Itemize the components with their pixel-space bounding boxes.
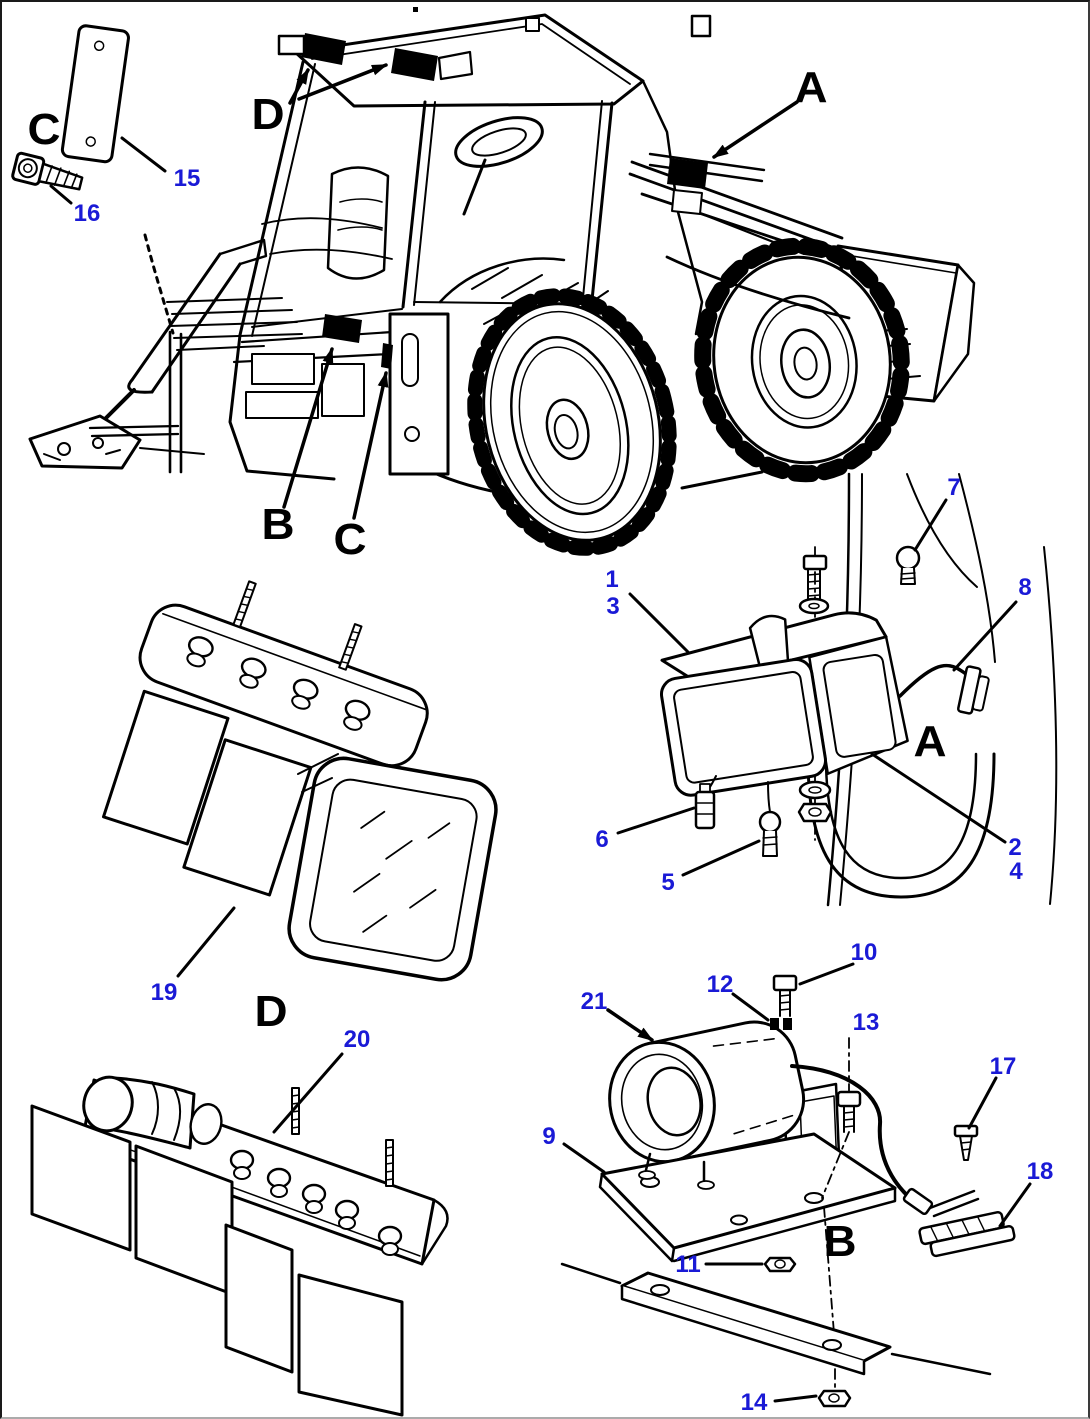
screw-17 — [953, 1124, 979, 1161]
leader-16 — [49, 184, 73, 205]
part-number-17: 17 — [989, 1053, 1017, 1080]
lamp-bolt — [798, 554, 830, 615]
leader-2-4 — [870, 752, 1007, 844]
leader-7 — [913, 498, 948, 552]
leader-5 — [681, 839, 761, 877]
nut-12 — [770, 1018, 792, 1030]
roof-lamp-left — [301, 33, 346, 65]
arrow-b — [282, 347, 334, 509]
leader-8 — [952, 600, 1018, 672]
part-number-7: 7 — [947, 474, 961, 501]
clear-lens — [287, 756, 498, 982]
part-number-10: 10 — [850, 939, 878, 966]
socket-6 — [694, 783, 716, 830]
part-number-15: 15 — [173, 165, 201, 192]
section-label-c-upper: C — [27, 105, 61, 154]
bolt-10 — [772, 974, 798, 1017]
part-number-14: 14 — [740, 1389, 768, 1416]
leader-17 — [967, 1076, 998, 1130]
part-number-21: 21 — [580, 988, 608, 1015]
mounting-bar — [560, 1262, 992, 1376]
lamp-nut — [797, 802, 833, 823]
part-number-3: 3 — [606, 593, 620, 620]
mounting-studs — [232, 580, 363, 671]
lamp-assembly-19 — [101, 580, 498, 982]
leader-14 — [773, 1394, 818, 1403]
machine-lamp-c — [381, 343, 393, 369]
work-lamp-assembly-a — [616, 472, 1058, 907]
bulb-sockets — [186, 636, 371, 731]
leader-12 — [731, 992, 770, 1022]
part-number-18: 18 — [1026, 1158, 1054, 1185]
leader-15 — [120, 136, 167, 173]
part-number-19: 19 — [150, 979, 178, 1006]
leader-10 — [798, 962, 855, 986]
part-number-13: 13 — [852, 1009, 880, 1036]
work-lamp-body — [660, 611, 909, 797]
roof-lamp-right — [391, 48, 438, 81]
leader-18 — [998, 1182, 1032, 1228]
part-number-1: 1 — [605, 566, 619, 593]
part-number-2: 2 — [1008, 834, 1022, 861]
leader-21 — [606, 1008, 654, 1042]
bolt-13 — [836, 1090, 862, 1133]
lamp-assembly-20 — [30, 1052, 449, 1417]
arrow-d-left — [288, 68, 310, 105]
alarm-horn — [608, 1020, 806, 1164]
wire-connector — [902, 1187, 934, 1216]
section-label-a-upper: A — [794, 63, 828, 112]
mounting-studs-20 — [291, 1087, 394, 1187]
section-label-d-detail: D — [254, 987, 288, 1036]
arrow-d-right — [297, 63, 388, 101]
nut-14 — [817, 1389, 852, 1408]
section-label-a-detail: A — [913, 717, 947, 766]
bulb-sockets-20 — [229, 1149, 403, 1256]
leader-20 — [272, 1052, 344, 1134]
rear-wheel — [467, 288, 677, 556]
nut-11 — [763, 1256, 797, 1273]
part-number-4: 4 — [1009, 858, 1023, 885]
machine-drawing — [11, 7, 976, 556]
leader-9 — [562, 1142, 606, 1174]
alarm-assembly-b — [560, 962, 1032, 1408]
bulb-7 — [895, 545, 921, 585]
part-number-16: 16 — [73, 200, 101, 227]
section-label-b-detail: B — [823, 1217, 857, 1266]
machine-lamp-a — [667, 158, 708, 189]
leader-1-3 — [628, 592, 690, 654]
part-number-5: 5 — [661, 869, 675, 896]
machine-lamp-b — [322, 314, 362, 343]
reflector-plate — [60, 24, 130, 164]
arrow-a — [712, 100, 799, 159]
part-number-9: 9 — [542, 1123, 556, 1150]
leader-19 — [176, 906, 236, 978]
section-label-b-machine: B — [261, 500, 295, 549]
lamp-cylinder — [82, 1075, 223, 1150]
leader-6 — [616, 806, 696, 835]
terminal-block-18 — [918, 1210, 1016, 1258]
part-number-11: 11 — [675, 1251, 701, 1278]
reflector-bolt — [11, 151, 84, 191]
bulb-5 — [758, 810, 782, 857]
part-number-8: 8 — [1018, 574, 1032, 601]
section-label-d-upper: D — [251, 90, 285, 139]
part-number-6: 6 — [595, 826, 609, 853]
part-number-12: 12 — [706, 971, 734, 998]
plug-8 — [956, 665, 990, 715]
arrow-c — [352, 371, 389, 520]
section-label-c-machine: C — [333, 515, 367, 564]
part-number-20: 20 — [343, 1026, 371, 1053]
